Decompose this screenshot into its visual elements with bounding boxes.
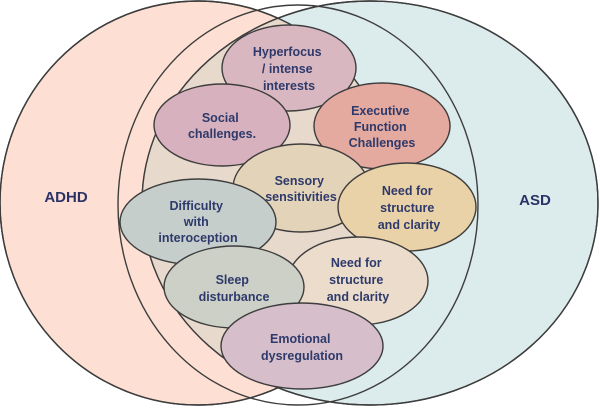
trait-emotional-dysregulation: Emotional dysregulation [220, 302, 384, 390]
asd-label: ASD [519, 192, 551, 209]
trait-sensory-sensitivities-label: Sensory sensitivities [265, 174, 337, 204]
svg-text:Need for structure: Need for structure and clarity [327, 256, 390, 304]
svg-text:Social challenges.: Social challenges. [188, 111, 256, 141]
svg-text:Executive Function: Executive Function Challenges [349, 104, 416, 150]
trait-need-for-structure-lower: Need for structure and clarity [287, 236, 429, 326]
shared-traits-boundary [117, 4, 479, 406]
trait-social-challenges: Social challenges. [153, 83, 291, 167]
trait-interoception-label: Difficulty with interoception [158, 199, 237, 245]
svg-text:Emotional dysregulation: Emotional dysregulation [261, 332, 343, 363]
adhd-label: ADHD [44, 189, 87, 206]
svg-text:Hyperfocus / intense: Hyperfocus / intense interests [253, 45, 325, 93]
trait-need-for-structure-upper-label: Need for structure and clarity [378, 184, 441, 232]
svg-text:Sleep disturbance: Sleep disturbance [199, 273, 270, 304]
trait-executive-function: Executive Function Challenges [313, 82, 451, 170]
